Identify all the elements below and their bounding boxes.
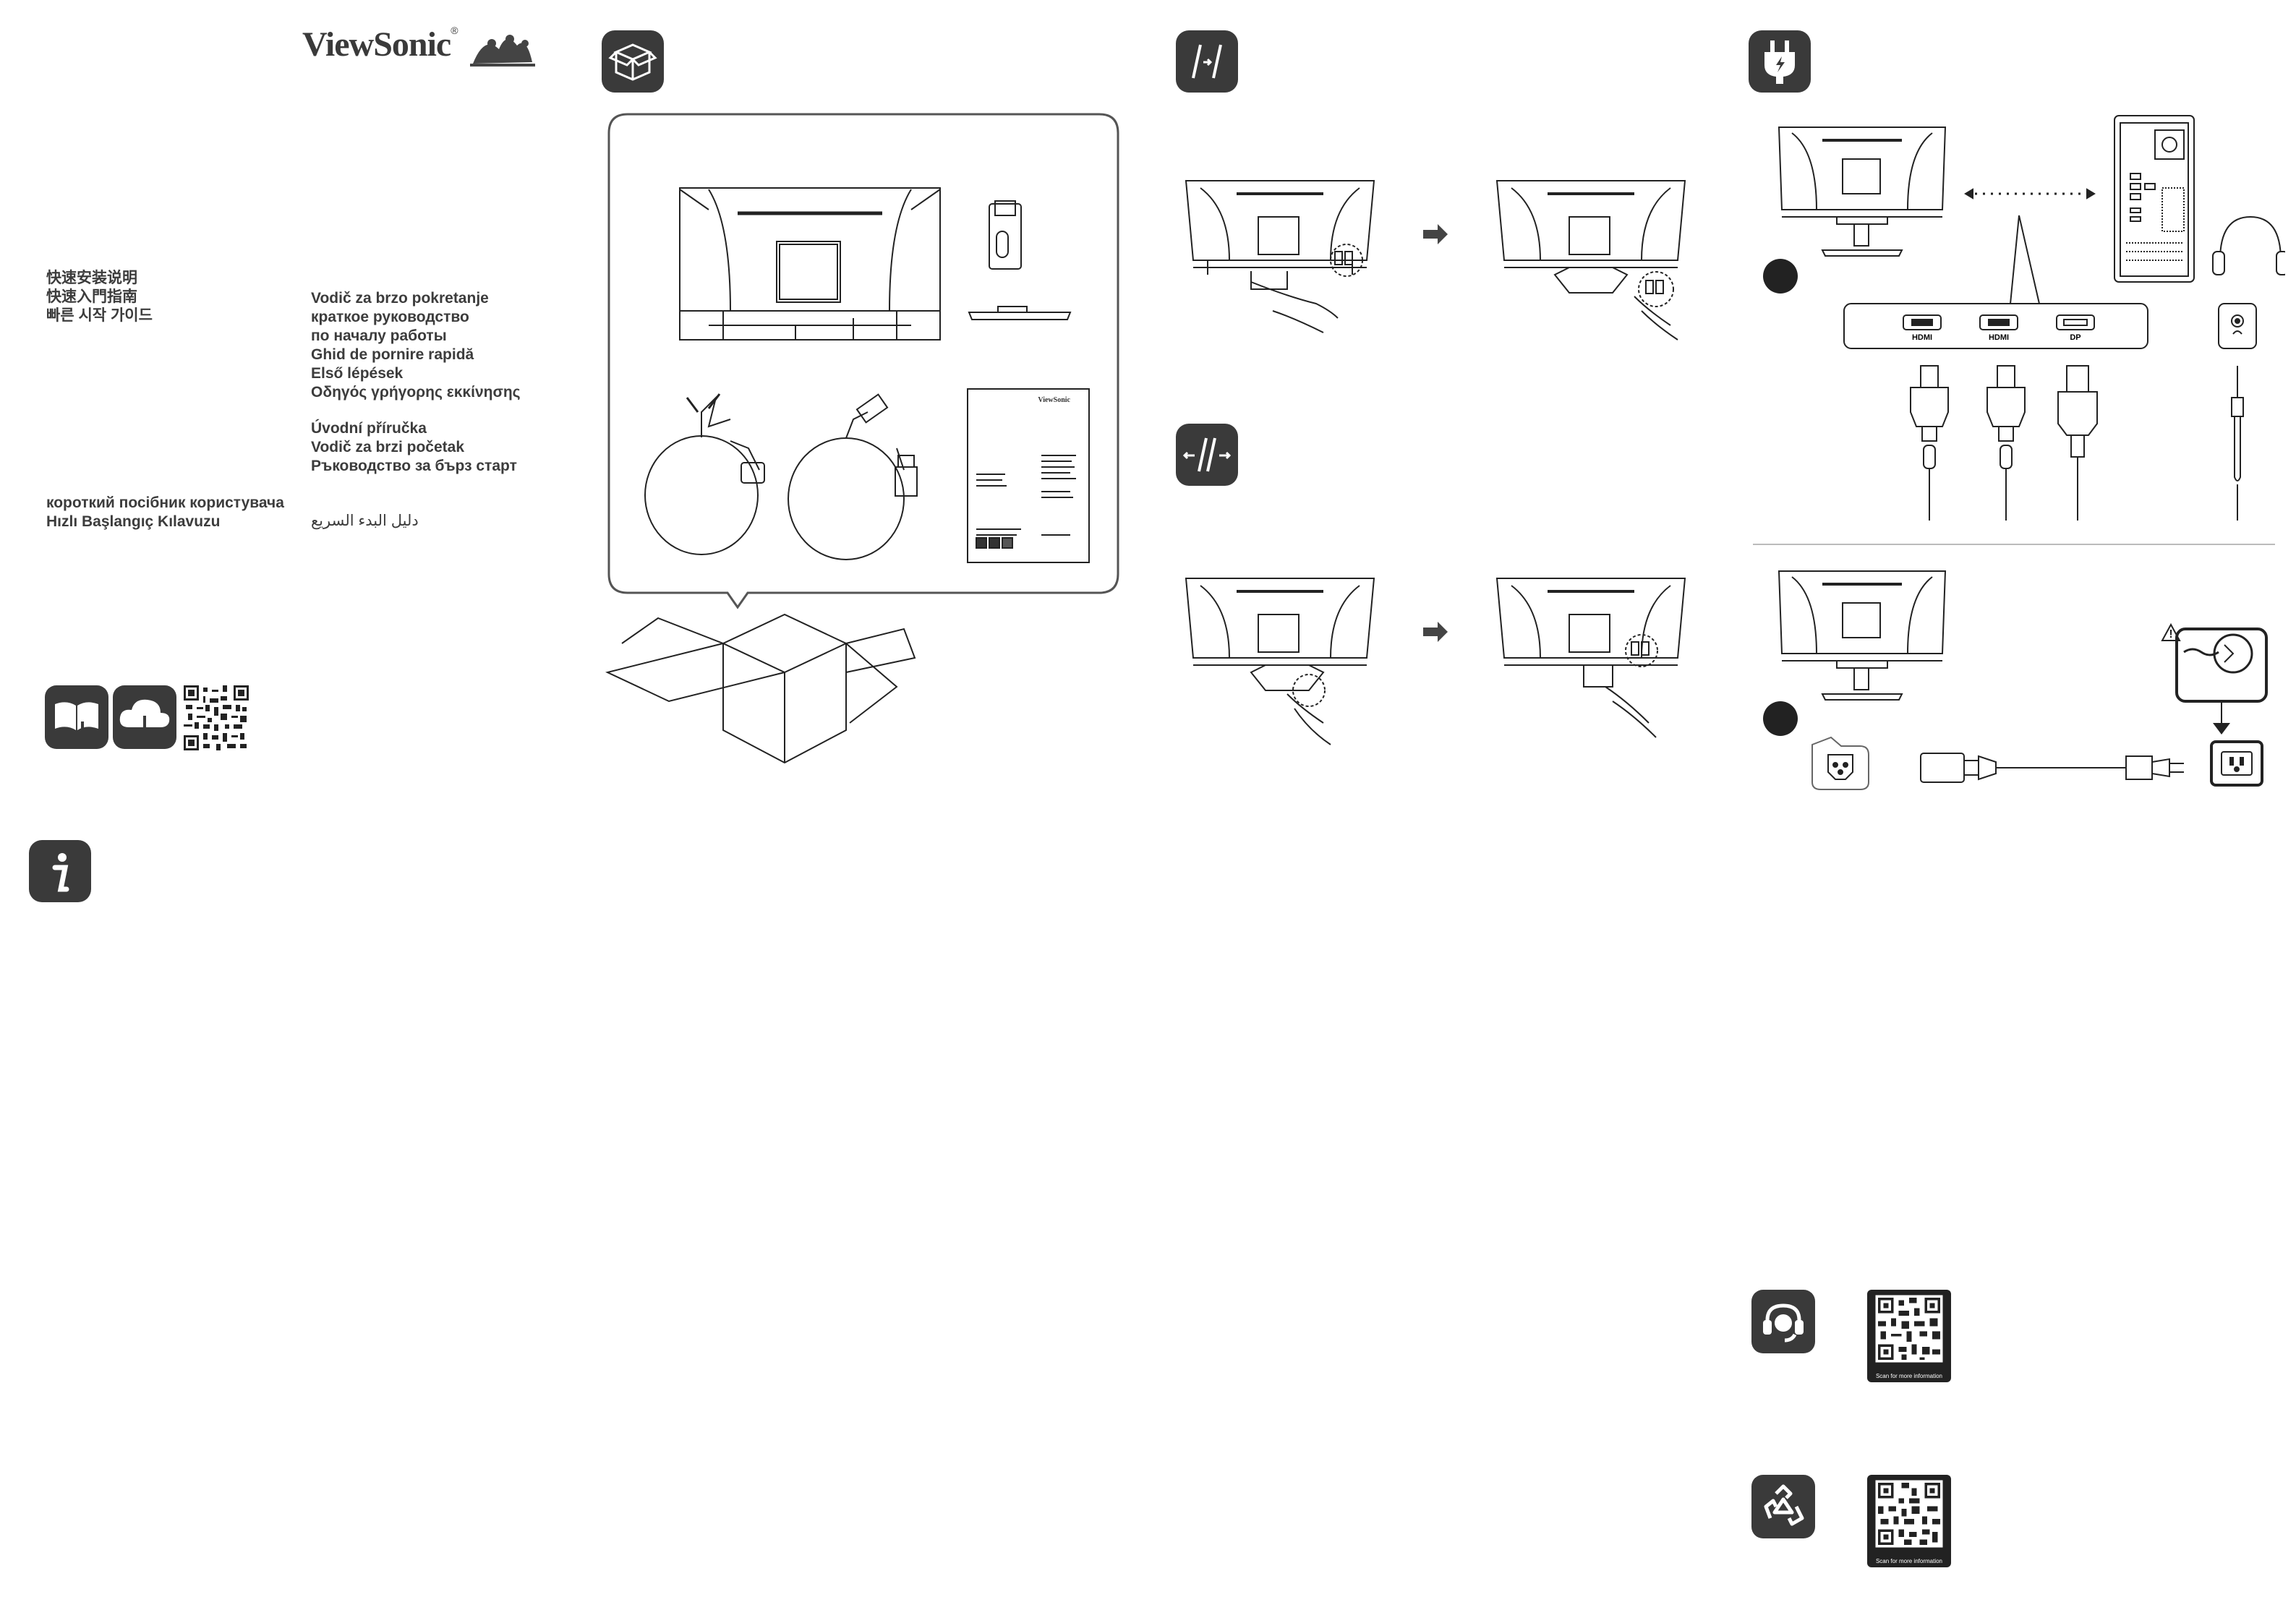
language-title: Ръководство за бърз старт — [311, 458, 517, 474]
brand-mark: ® — [451, 25, 458, 36]
brand-name: ViewSonic — [302, 25, 451, 64]
port-label-dp: DP — [2070, 333, 2081, 342]
info-icon — [29, 840, 91, 902]
language-title: по началу работы — [311, 327, 447, 344]
language-title: 빠른 시작 가이드 — [46, 307, 153, 324]
languages-european: Vodič za brzo pokretanje краткое руковод… — [311, 289, 521, 402]
stand-detach-illustration — [1179, 564, 1699, 781]
cloud-download-icon[interactable] — [113, 685, 176, 749]
language-title: Első lépések — [311, 365, 404, 382]
brand-logo: ViewSonic® — [302, 25, 535, 68]
stand-detach-icon — [1176, 424, 1238, 486]
languages-european-2: Úvodní příručka Vodič za brzi početak Ръ… — [311, 419, 517, 476]
language-title: короткий посібник користувача — [46, 494, 284, 511]
booklet-brand: ViewSonic — [1038, 396, 1070, 404]
power-connection-illustration: ! — [1750, 557, 2285, 802]
stand-attach-icon — [1176, 30, 1238, 93]
languages-bottom: короткий посібник користувача Hızlı Başl… — [46, 494, 284, 531]
language-title: Hızlı Başlangıç Kılavuzu — [46, 513, 221, 530]
power-plug-icon — [1749, 30, 1811, 93]
qr-caption: Scan for more information — [1875, 1373, 1943, 1379]
step-2-marker — [1763, 701, 1798, 736]
language-arabic: دليل البدء السريع — [311, 513, 419, 529]
svg-text:!: ! — [2169, 628, 2172, 641]
language-title: Vodič za brzo pokretanje — [311, 290, 489, 307]
port-label-hdmi-1: HDMI — [1912, 333, 1932, 342]
qr-caption: Scan for more information — [1875, 1558, 1943, 1564]
manual-download-icon[interactable] — [45, 685, 108, 749]
birds-logo-icon — [469, 34, 535, 67]
box-icon — [602, 30, 664, 93]
languages-cjk: 快速安装说明 快速入門指南 빠른 시작 가이드 — [46, 269, 153, 325]
qr-code[interactable] — [184, 685, 249, 750]
language-title: Vodič za brzi početak — [311, 439, 464, 455]
support-qr-code[interactable]: Scan for more information — [1867, 1290, 1951, 1382]
recycle-icon[interactable] — [1751, 1475, 1815, 1538]
signal-connection-illustration: HDMI HDMI DP — [1750, 108, 2289, 528]
support-headset-icon[interactable] — [1751, 1290, 1815, 1353]
language-title: Úvodní příručka — [311, 420, 427, 437]
language-title: 快速安装说明 — [46, 270, 137, 286]
language-title: Ghid de pornire rapidă — [311, 346, 474, 363]
package-contents-illustration: ViewSonic — [593, 108, 1128, 802]
language-title: Οδηγός γρήγορης εκκίνησης — [311, 384, 521, 401]
section-divider — [1753, 544, 2275, 545]
port-label-hdmi-2: HDMI — [1989, 333, 2009, 342]
language-title: 快速入門指南 — [46, 288, 137, 305]
stand-attach-illustration — [1179, 166, 1699, 383]
language-title: краткое руководство — [311, 309, 469, 325]
recycle-qr-code[interactable]: Scan for more information — [1867, 1475, 1951, 1567]
step-1-marker — [1763, 259, 1798, 294]
